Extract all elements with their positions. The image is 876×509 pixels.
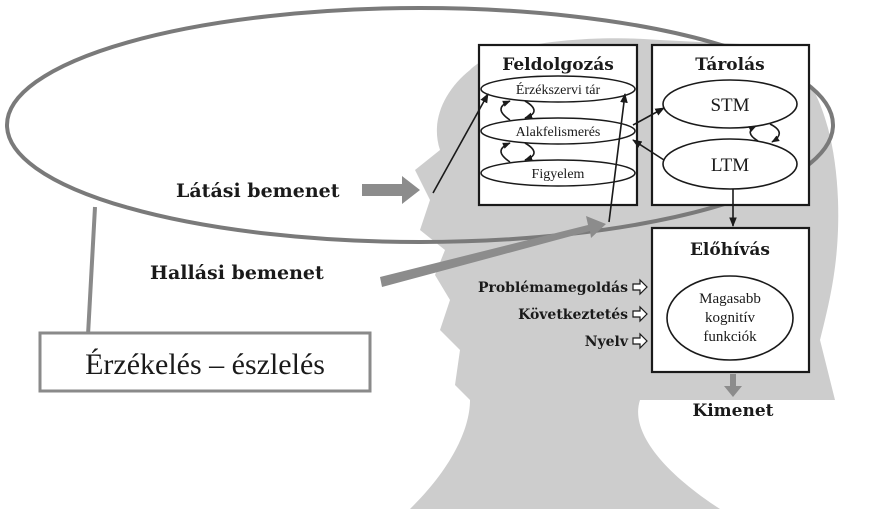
retrieval-title: Előhívás	[690, 240, 770, 260]
curve-arrow-1	[500, 100, 511, 121]
storage-title: Tárolás	[695, 55, 764, 75]
output-label: Kimenet	[692, 401, 773, 421]
sensory-store-label: Érzékszervi tár	[516, 81, 601, 98]
ltm-ellipse	[662, 138, 798, 190]
curve-arrow-4	[524, 142, 535, 161]
curve-arrow-2	[524, 100, 535, 119]
stm-label: STM	[710, 95, 749, 116]
callout-box	[38, 331, 372, 393]
processing-title: Feldolgozás	[502, 55, 614, 75]
visual-input-label: Látási bemenet	[176, 180, 340, 202]
arrow-pattern-to-stm	[632, 107, 665, 126]
perception-ellipse	[5, 6, 835, 244]
callout-tail	[85, 206, 142, 337]
higher-functions-line2: kognitív	[705, 310, 756, 326]
attention-label: Figyelem	[532, 167, 585, 182]
pattern-recognition-label: Alakfelismerés	[516, 125, 601, 140]
language-label: Nyelv	[585, 334, 629, 350]
higher-functions-line1: Magasabb	[699, 291, 761, 307]
visual-input-arrow	[362, 176, 420, 204]
ltm-label: LTM	[711, 155, 749, 176]
auditory-input-label: Hallási bemenet	[150, 262, 324, 284]
visual-to-sensory-arrow	[432, 93, 489, 194]
stm-ltm-curve-up	[748, 125, 759, 142]
higher-functions-ellipse	[666, 275, 794, 361]
pattern-recognition-ellipse	[480, 117, 636, 145]
stm-ellipse	[662, 79, 798, 129]
sensory-store-ellipse	[480, 75, 636, 103]
auditory-input-arrow	[380, 216, 606, 287]
higher-functions-line3: funkciók	[703, 329, 757, 345]
problem-solving-arrow-icon	[632, 278, 648, 296]
reasoning-label: Következtetés	[518, 307, 628, 323]
callout-label: Érzékelés – észlelés	[85, 348, 325, 381]
curve-arrow-3	[500, 142, 511, 163]
auditory-to-sensory-arrow	[608, 93, 628, 223]
attention-ellipse	[480, 159, 636, 187]
stm-ltm-curve-down	[769, 123, 781, 143]
problem-solving-label: Problémamegoldás	[478, 280, 628, 296]
language-arrow-icon	[632, 332, 648, 350]
output-arrow	[724, 374, 742, 397]
reasoning-arrow-icon	[632, 305, 648, 323]
arrow-ltm-to-pattern	[632, 139, 665, 161]
